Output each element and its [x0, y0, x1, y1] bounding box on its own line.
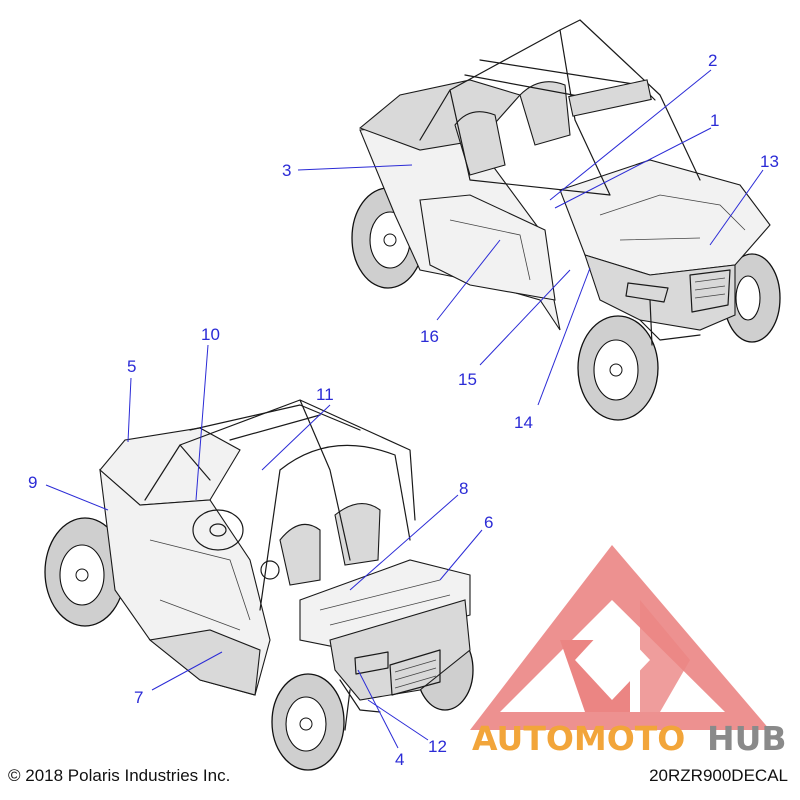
callout-14: 14 [514, 413, 533, 432]
callout-12: 12 [428, 737, 447, 756]
leader-2 [549, 69, 712, 201]
leader-12 [367, 699, 429, 741]
leader-6 [439, 529, 483, 581]
callout-9: 9 [28, 473, 37, 492]
leader-1 [554, 127, 712, 209]
callout-5: 5 [127, 357, 136, 376]
callout-leaders [45, 69, 764, 749]
leader-4 [357, 669, 399, 749]
vehicle-rear-view [44, 399, 474, 771]
front-left-wheel [577, 315, 659, 421]
watermark-text-orange: AUTOMOTO [472, 719, 685, 758]
callout-1: 1 [710, 111, 719, 130]
callout-2: 2 [708, 51, 717, 70]
leader-13 [709, 169, 764, 246]
leader-15 [479, 269, 571, 366]
bottom-rear-left-wheel [271, 673, 345, 771]
leader-3 [297, 164, 413, 171]
callout-8: 8 [459, 479, 468, 498]
leader-10 [195, 344, 209, 501]
bottom-front-wheel [44, 517, 126, 627]
callout-4: 4 [395, 750, 404, 769]
callout-labels: 2 1 3 13 16 15 14 10 5 11 9 8 6 7 4 12 [28, 51, 779, 769]
callout-13: 13 [760, 152, 779, 171]
callout-7: 7 [134, 688, 143, 707]
watermark-text-gray: HUB [707, 719, 787, 758]
callout-10: 10 [201, 325, 220, 344]
leader-16 [436, 239, 501, 321]
leader-5 [127, 377, 132, 443]
leader-8 [349, 494, 459, 591]
automotohub-watermark-logo [470, 545, 770, 730]
copyright-notice: © 2018 Polaris Industries Inc. [8, 766, 231, 785]
callout-15: 15 [458, 370, 477, 389]
callout-6: 6 [484, 513, 493, 532]
leader-11 [261, 404, 331, 471]
leader-9 [45, 484, 109, 511]
vehicle-front-view [351, 19, 781, 421]
callout-16: 16 [420, 327, 439, 346]
leader-14 [537, 267, 591, 406]
front-right-wheel [723, 253, 781, 343]
diagram-code: 20RZR900DECAL [649, 766, 788, 785]
callout-3: 3 [282, 161, 291, 180]
leader-7 [151, 651, 223, 691]
callout-11: 11 [316, 385, 334, 404]
